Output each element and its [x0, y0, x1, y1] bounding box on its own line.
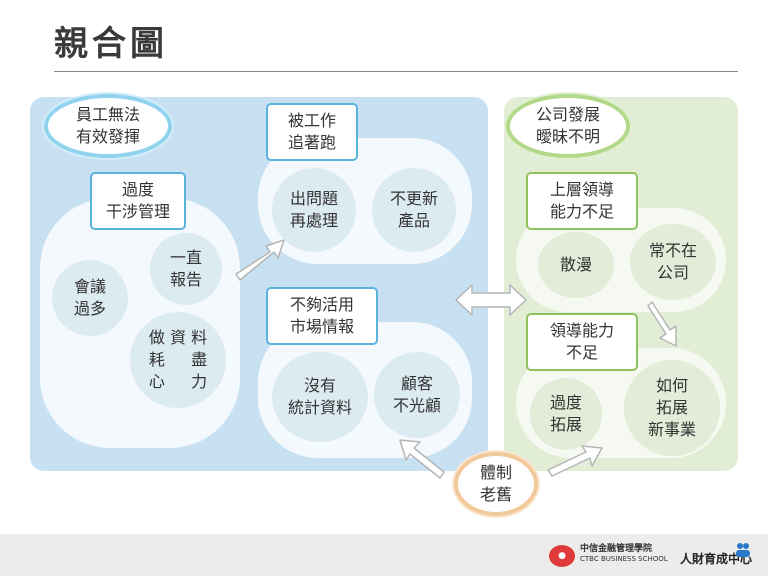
arrow-to-market	[399, 439, 445, 479]
header-company-oval: 公司發展 曖昧不明	[506, 94, 630, 158]
talent-center-label: 人財育成中心	[680, 552, 753, 566]
item-no-customers: 顧客 不光顧	[374, 352, 460, 438]
old-system-oval: 體制 老舊	[454, 452, 538, 516]
footer-bar	[0, 534, 768, 576]
brand-chinese: 中信金融管理學院	[580, 544, 653, 554]
item-overexpansion: 過度 拓展	[530, 378, 602, 450]
item-constant-reporting: 一直 報告	[150, 233, 222, 305]
arrow-to-chased	[235, 239, 285, 281]
item-lax: 散漫	[538, 232, 614, 298]
item-too-many-meetings: 會議 過多	[52, 260, 128, 336]
label-leadership: 領導能力 不足	[526, 313, 638, 371]
item-new-business: 如何 拓展 新事業	[624, 360, 720, 456]
header-employees-oval: 員工無法 有效發揮	[44, 94, 172, 158]
item-exhausted-by-data: 做 資 料 耗 盡 心 力	[130, 312, 226, 408]
item-often-absent: 常不在 公司	[630, 224, 716, 300]
item-firefighting: 出問題 再處理	[272, 168, 356, 252]
item-no-statistics: 沒有 統計資料	[272, 352, 368, 442]
arrow-absent-to-leadership	[647, 301, 677, 347]
label-market-intel: 不夠活用 市場情報	[266, 287, 378, 345]
brand-english: CTBC BUSINESS SCHOOL	[580, 555, 668, 563]
ctbc-logo-icon: ●	[549, 545, 575, 567]
label-overmanage: 過度 干涉管理	[90, 172, 186, 230]
page-title: 親合圖	[54, 24, 168, 64]
label-chased-by-work: 被工作 追著跑	[266, 103, 358, 161]
arrow-to-leadership	[547, 445, 603, 477]
double-arrow-panels	[455, 284, 527, 316]
label-upper-leadership: 上層領導 能力不足	[526, 172, 638, 230]
title-divider	[54, 71, 738, 72]
people-icon	[736, 543, 750, 557]
item-no-product-update: 不更新 產品	[372, 168, 456, 252]
